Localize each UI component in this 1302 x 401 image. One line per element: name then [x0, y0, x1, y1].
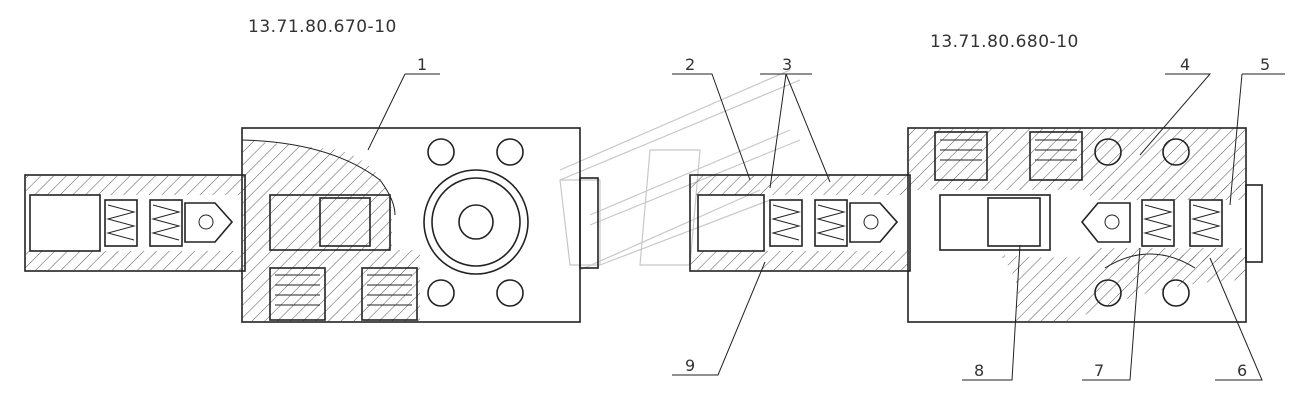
- callout-7: 7: [1094, 361, 1104, 380]
- left-assembly-code: 13.71.80.670-10: [248, 17, 397, 37]
- right-body-hatch-top: [908, 128, 1246, 190]
- right-bolt-hole: [1162, 138, 1190, 166]
- left-bolt-hole: [496, 138, 524, 166]
- right-bolt-hole: [1094, 279, 1122, 307]
- left-bolt-hole: [496, 279, 524, 307]
- callout-3: 3: [782, 55, 792, 74]
- callout-6: 6: [1237, 361, 1247, 380]
- left-bottom-plug: [361, 267, 418, 321]
- callout-5: 5: [1260, 55, 1270, 74]
- left-spring: [149, 199, 183, 247]
- left-spring: [104, 199, 138, 247]
- right-spring: [1189, 199, 1223, 247]
- right-check-poppet: [1080, 202, 1131, 243]
- callout-8: 8: [974, 361, 984, 380]
- left-bolt-hole: [427, 138, 455, 166]
- right-bolt-hole: [1094, 138, 1122, 166]
- right-body-hatch-bottom: [1000, 255, 1246, 322]
- right-spring: [769, 199, 803, 247]
- callout-4: 4: [1180, 55, 1190, 74]
- left-bolt-hole: [427, 279, 455, 307]
- right-assembly: [689, 127, 1263, 323]
- callout-9: 9: [685, 356, 695, 375]
- right-top-plug: [1029, 131, 1083, 181]
- right-bolt-hole: [1162, 279, 1190, 307]
- right-spring: [1141, 199, 1175, 247]
- left-body-hatch-bottom: [242, 250, 420, 322]
- right-spring: [814, 199, 848, 247]
- right-spool: [939, 194, 1051, 251]
- left-bottom-plug: [269, 267, 326, 321]
- callout-1: 1: [417, 55, 427, 74]
- left-check-poppet: [184, 202, 234, 243]
- left-main-port: [423, 169, 529, 275]
- right-assembly-code: 13.71.80.680-10: [930, 32, 1079, 52]
- left-assembly: [24, 127, 599, 323]
- callout-2: 2: [685, 55, 695, 74]
- right-top-plug: [934, 131, 988, 181]
